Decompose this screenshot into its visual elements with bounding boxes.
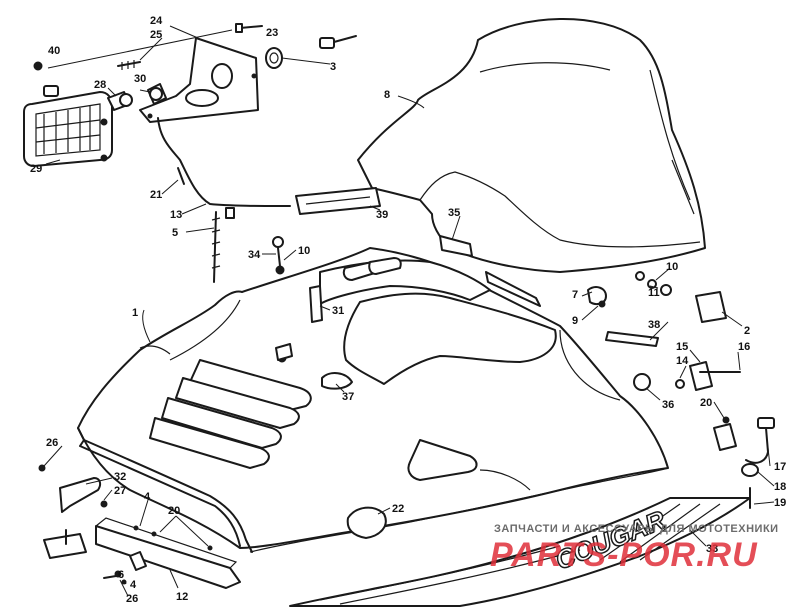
callout-5: 5 xyxy=(172,227,178,239)
callout-37: 37 xyxy=(342,391,354,403)
wiring-harness xyxy=(157,117,291,283)
callout-16: 16 xyxy=(738,341,750,353)
screws-top xyxy=(117,23,263,70)
callout-22: 22 xyxy=(392,503,404,515)
callout-30: 30 xyxy=(134,73,146,85)
callout-31: 31 xyxy=(332,305,344,317)
headlight-bracket xyxy=(139,37,259,123)
watermark-tagline: ЗАПЧАСТИ И АКСЕССУАРЫ ДЛЯ МОТОТЕХНИКИ xyxy=(494,523,779,535)
callout-24: 24 xyxy=(150,15,163,27)
callout-14: 14 xyxy=(676,355,689,367)
callout-10b: 10 xyxy=(666,261,678,273)
windshield xyxy=(357,18,706,273)
callout-29: 29 xyxy=(30,163,42,175)
callout-4b: 4 xyxy=(130,579,137,591)
callout-19: 19 xyxy=(774,497,786,509)
callout-27: 27 xyxy=(114,485,126,497)
callout-26b: 26 xyxy=(126,593,138,605)
callout-20a: 20 xyxy=(700,397,712,409)
front-bumper-parts xyxy=(38,464,241,589)
callout-17: 17 xyxy=(774,461,786,473)
callout-15: 15 xyxy=(676,341,688,353)
callout-20b: 20 xyxy=(168,505,180,517)
callout-labels: 1 2 3 4 4 5 6 7 8 9 10 10 11 12 13 14 15… xyxy=(30,15,786,605)
callout-28: 28 xyxy=(94,79,106,91)
callout-2: 2 xyxy=(744,325,750,337)
callout-25: 25 xyxy=(150,29,162,41)
callout-11: 11 xyxy=(648,287,660,299)
callout-35: 35 xyxy=(448,207,460,219)
callout-18: 18 xyxy=(774,481,786,493)
trim-strips xyxy=(439,235,659,347)
headlight xyxy=(23,61,113,167)
callout-3: 3 xyxy=(330,61,336,73)
callout-9: 9 xyxy=(572,315,578,327)
watermark: ЗАПЧАСТИ И АКСЕССУАРЫ ДЛЯ МОТОТЕХНИКИ PA… xyxy=(490,523,779,574)
callout-1: 1 xyxy=(132,307,138,319)
grommet-and-connector xyxy=(265,35,357,69)
hood xyxy=(77,247,669,553)
callout-7: 7 xyxy=(572,289,578,301)
callout-40: 40 xyxy=(48,45,60,57)
tear-patch xyxy=(346,506,387,539)
callout-10a: 10 xyxy=(298,245,310,257)
watermark-logo: PARTS-POR.RU xyxy=(490,536,758,574)
callout-8: 8 xyxy=(384,89,390,101)
bulb-and-socket xyxy=(107,83,167,111)
pad-39 xyxy=(295,187,381,215)
callout-4a: 4 xyxy=(144,491,151,503)
callout-26a: 26 xyxy=(46,437,58,449)
callout-32: 32 xyxy=(114,471,126,483)
callout-6: 6 xyxy=(118,569,124,581)
callout-13: 13 xyxy=(170,209,182,221)
center-hardware xyxy=(272,236,353,390)
callout-23: 23 xyxy=(266,27,278,39)
leader-lines xyxy=(43,25,775,597)
callout-34: 34 xyxy=(248,249,261,261)
callout-12: 12 xyxy=(176,591,188,603)
callout-39: 39 xyxy=(376,209,388,221)
callout-36: 36 xyxy=(662,399,674,411)
hardware-right xyxy=(587,271,741,451)
callout-38: 38 xyxy=(648,319,660,331)
callout-33: 33 xyxy=(706,543,718,555)
callout-21: 21 xyxy=(150,189,162,201)
